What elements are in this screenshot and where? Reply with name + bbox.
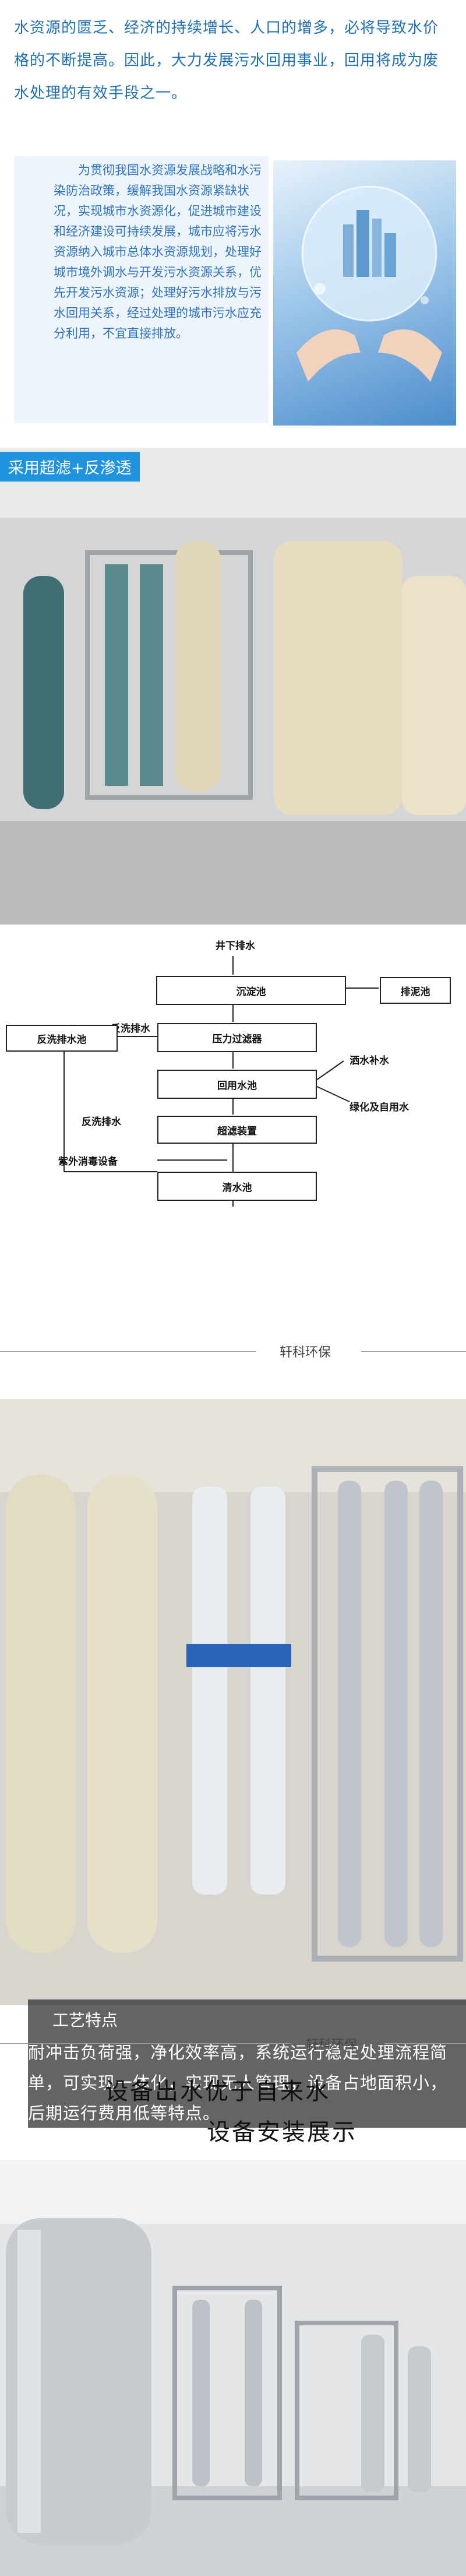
slogan-line-1: 设备出水优于自来水: [105, 2078, 330, 2105]
features-title: 工艺特点: [52, 2011, 118, 2030]
brand-divider-2a: [0, 2043, 291, 2044]
flow-backwash-label-1: 反洗排水: [111, 1023, 150, 1035]
flow-greening: 绿化及自用水: [350, 1102, 409, 1113]
flow-uf-box: 超滤装置: [157, 1116, 317, 1144]
flow-reuse-box: 回用水池: [157, 1070, 317, 1099]
features-body: 耐冲击负荷强，净化效率高，系统运行稳定处理流程简单，可实现一体化，实现无人管理，…: [28, 2043, 448, 2123]
info-background: [14, 156, 269, 423]
flow-sediment-box: 沉淀池: [156, 976, 346, 1005]
equipment-photo-3: [0, 2160, 466, 2576]
info-text: 为贯彻我国水资源发展战略和水污染防治政策，缓解我国水资源紧缺状况，实现城市水资源…: [54, 163, 262, 340]
brand-divider-2b: [384, 2043, 466, 2044]
water-globe-image: [273, 160, 456, 426]
slogan-line-2: 设备安装展示: [207, 2119, 357, 2146]
photo-label: 采用超滤+反渗透: [0, 452, 140, 482]
flow-clear-box: 清水池: [157, 1172, 317, 1201]
flow-spray: 洒水补水: [350, 1055, 389, 1067]
flow-filter-box: 压力过滤器: [157, 1023, 317, 1052]
flow-source: 井下排水: [216, 940, 255, 952]
flow-uv: 紫外消毒设备: [58, 1156, 118, 1168]
intro-text: 水资源的匮乏、经济的持续增长、人口的增多，必将导致水价格的不断提高。因此，大力发…: [14, 19, 439, 102]
brand-divider-1: [0, 1351, 256, 1352]
features-overlay: [28, 1999, 466, 2128]
process-flowchart: 井下排水 沉淀池 排泥池 反洗排水 压力过滤器 反洗排水池 回用水池 洒水补水 …: [0, 933, 466, 1329]
flow-sludge-box: 排泥池: [380, 977, 451, 1004]
equipment-photo-2: [0, 1399, 466, 2005]
equipment-photo-1: [0, 448, 466, 925]
flow-backwash-pool-box: 反洗排水池: [6, 1025, 118, 1052]
brand-divider-1b: [361, 1351, 466, 1352]
brand-name-2: 轩科环保: [306, 2038, 358, 2053]
flow-backwash-label-2: 反洗排水: [82, 1116, 121, 1128]
brand-name-1: 轩科环保: [280, 1345, 331, 1360]
